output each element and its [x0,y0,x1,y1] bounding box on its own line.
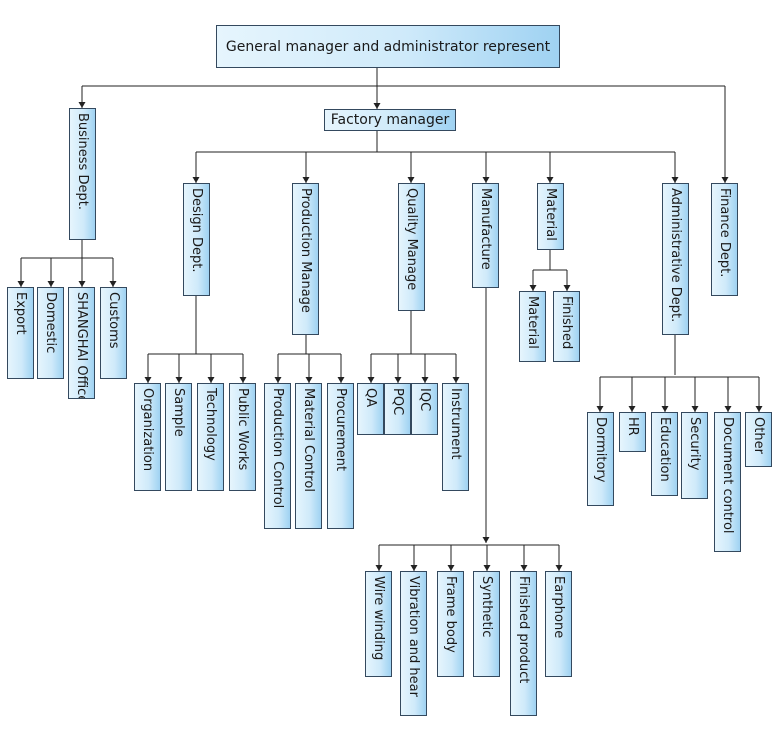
arrowhead [555,565,563,571]
arrowhead [47,281,55,287]
quality-child-instrument: Instrument [442,383,469,491]
quality-child-qa: QA [357,383,384,435]
arrowhead [175,377,183,383]
admin-child-other: Other [745,412,772,467]
business-child-customs: Customs [100,287,127,379]
quality-manage-node: Quality Manage [398,183,425,311]
production-child-procurement: Procurement [327,383,354,529]
design-dept-node: Design Dept. [183,183,210,296]
arrowhead [721,177,729,183]
material-child-finished: Finished [553,291,580,362]
arrowhead [691,406,699,412]
arrowhead [305,377,313,383]
manufacture-child-wire-winding: Wire winding [365,571,392,677]
arrowhead [407,177,415,183]
arrowhead [337,377,345,383]
arrowhead [17,281,25,287]
design-child-technology: Technology [197,383,224,491]
arrowhead [661,406,669,412]
arrowhead [192,177,200,183]
quality-child-iqc: IQC [411,383,438,435]
business-child-domestic: Domestic [37,287,64,379]
arrowhead [596,406,604,412]
arrowhead [755,406,763,412]
admin-child-dormitory: Dormitory [587,412,614,506]
arrowhead [274,377,282,383]
manufacture-child-earphone: Earphone [545,571,572,677]
arrowhead [394,377,402,383]
arrowhead [482,177,490,183]
arrowhead [483,565,491,571]
finance-dept-node: Finance Dept. [711,183,738,296]
arrowhead [375,565,383,571]
arrowhead [520,565,528,571]
arrowhead [144,377,152,383]
material-node: Material [537,183,564,250]
arrowhead [628,406,636,412]
arrowhead [207,377,215,383]
arrowhead [410,565,418,571]
factory-manager-node: Factory manager [324,109,456,131]
arrowhead [373,103,381,109]
arrowhead [482,537,490,543]
production-manage-node: Production Manage [292,183,319,335]
business-dept-node: Business Dept. [69,108,96,240]
arrowhead [421,377,429,383]
production-child-material-control: Material Control [295,383,322,529]
production-child-production-control: Production Control [264,383,291,529]
manufacture-child-synthetic: Synthetic [473,571,500,677]
arrowhead [671,177,679,183]
business-child-export: Export [7,287,34,379]
arrowhead [447,565,455,571]
arrowhead [239,377,247,383]
quality-child-pqc: PQC [384,383,411,435]
arrowhead [367,377,375,383]
arrowhead [452,377,460,383]
manufacture-child-finished-product: Finished product [510,571,537,716]
admin-child-document-control: Document control [714,412,741,552]
admin-child-education: Education [651,412,678,496]
admin-child-security: Security [681,412,708,499]
root-node: General manager and administrator repres… [216,25,560,68]
arrowhead [546,177,554,183]
arrowhead [78,281,86,287]
administrative-dept-node: Administrative Dept. [662,183,689,335]
arrowhead [724,406,732,412]
design-child-public-works: Public Works [229,383,256,491]
arrowhead [302,177,310,183]
manufacture-child-frame-body: Frame body [437,571,464,677]
business-child-shanghai-office: SHANGHAI Office [68,287,95,399]
admin-child-hr: HR [619,412,646,452]
manufacture-node: Manufacture [472,183,499,288]
arrowhead [78,102,86,108]
design-child-organization: Organization [134,383,161,491]
material-child-material: Material [519,291,546,362]
design-child-sample: Sample [165,383,192,491]
arrowhead [529,285,537,291]
arrowhead [563,285,571,291]
manufacture-child-vibration-and-hear: Vibration and hear [400,571,427,716]
arrowhead [109,281,117,287]
